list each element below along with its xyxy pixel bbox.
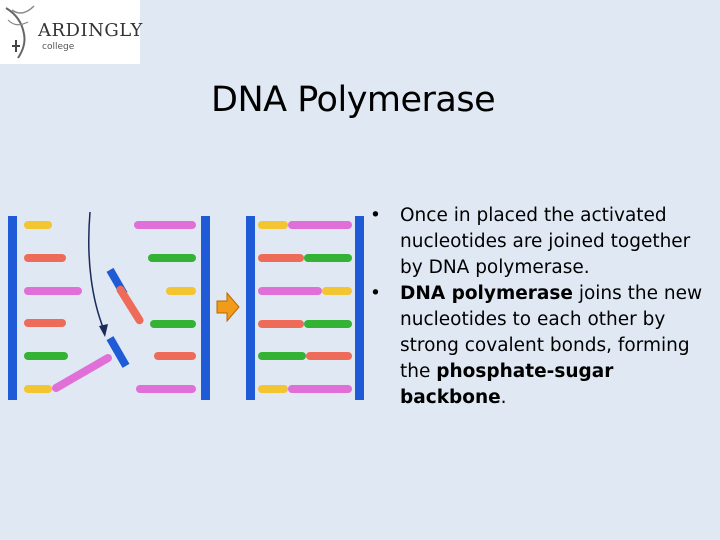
- nucleotide-yellow: [322, 287, 352, 295]
- nucleotide-red: [258, 254, 304, 262]
- nucleotide-red: [306, 352, 352, 360]
- free-nucleotide-red: [115, 284, 145, 326]
- nucleotide-yellow: [166, 287, 196, 295]
- nucleotide-red: [24, 254, 66, 262]
- nucleotide-red: [258, 320, 304, 328]
- nucleotide-green: [304, 254, 352, 262]
- nucleotide-green: [258, 352, 306, 360]
- bullet-item: Once in placed the activated nucleotides…: [368, 203, 713, 281]
- backbone-right-inner: [355, 216, 364, 400]
- nucleotide-green: [24, 352, 68, 360]
- nucleotide-green: [304, 320, 352, 328]
- nucleotide-yellow: [258, 385, 288, 393]
- bullet-text: Once in placed the activated nucleotides…: [400, 205, 690, 278]
- backbone-left-inner: [201, 216, 210, 400]
- nucleotide-pink: [136, 385, 196, 393]
- backbone-left-outer: [8, 216, 17, 400]
- backbone-right-outer: [246, 216, 255, 400]
- nucleotide-yellow: [258, 221, 288, 229]
- nucleotide-pink: [288, 385, 352, 393]
- movement-arrowhead: [99, 324, 108, 337]
- nucleotide-pink: [24, 287, 82, 295]
- bullet-item: DNA polymerase joins the new nucleotides…: [368, 281, 713, 411]
- bullet-text: .: [501, 387, 507, 408]
- transition-arrow-icon: [217, 293, 239, 321]
- bullet-bold-text: DNA polymerase: [400, 283, 573, 304]
- nucleotide-yellow: [24, 221, 52, 229]
- movement-arrow: [89, 212, 104, 330]
- nucleotide-red: [24, 319, 66, 327]
- nucleotide-red: [154, 352, 196, 360]
- nucleotide-pink: [134, 221, 196, 229]
- nucleotide-green: [150, 320, 196, 328]
- nucleotide-pink: [258, 287, 322, 295]
- nucleotide-yellow: [24, 385, 52, 393]
- bullet-list: Once in placed the activated nucleotides…: [368, 203, 713, 411]
- nucleotide-pink: [288, 221, 352, 229]
- nucleotide-green: [148, 254, 196, 262]
- free-nucleotide-bottom: [107, 336, 130, 368]
